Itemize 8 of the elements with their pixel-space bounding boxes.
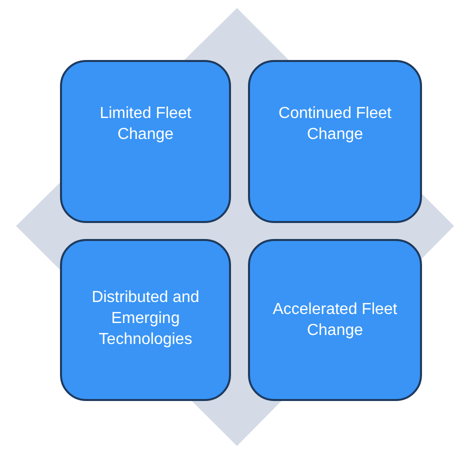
- rounded-box: [60, 239, 231, 401]
- rounded-box: [60, 60, 231, 223]
- rounded-box: [248, 239, 422, 401]
- box-label: Limited Fleet Change: [98, 104, 192, 144]
- box-label: Distributed and Emerging Technologies: [90, 288, 200, 350]
- rounded-box: [248, 60, 422, 223]
- box-label: Accelerated Fleet Change: [272, 300, 398, 341]
- box-label: Continued Fleet Change: [278, 104, 392, 144]
